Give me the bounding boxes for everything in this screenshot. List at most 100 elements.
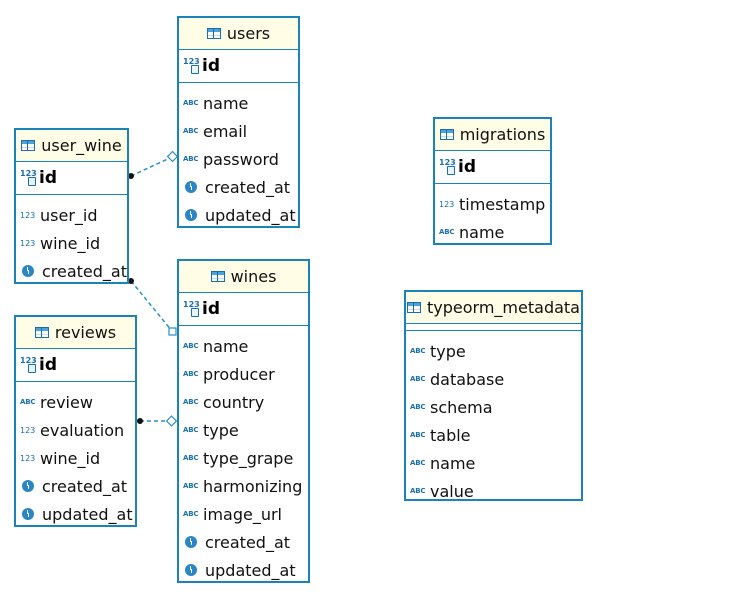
clock-type-icon [185,209,197,221]
primary-key-name: id [202,56,220,76]
entity-header[interactable]: migrations [435,119,550,151]
column-name: name [203,93,249,113]
column-row[interactable]: created_at [16,472,135,500]
column-row[interactable]: created_at [179,528,308,556]
clock-type-icon [185,564,197,576]
column-name: created_at [42,476,128,496]
column-row[interactable]: ABC country [179,388,308,416]
column-name: producer [203,364,275,384]
column-row[interactable]: created_at [179,173,298,201]
clock-type-icon [22,480,34,492]
table-icon [34,327,49,338]
pk-type-glyph: 123 [183,57,200,66]
abc-type-icon: ABC [183,155,199,163]
primary-key-icon: 123 [183,58,200,74]
column-name: wine_id [40,448,101,468]
relation-user-wine-wines [128,278,177,336]
column-row[interactable]: updated_at [179,201,298,229]
abc-type-icon: ABC [183,342,199,350]
clock-type-icon [22,265,34,277]
column-name: wine_id [40,233,101,253]
clock-type-icon [22,508,34,520]
column-name: email [203,121,248,141]
pk-type-glyph: 123 [183,300,200,309]
table-icon [206,28,221,39]
clock-type-icon [185,536,197,548]
123-type-icon: 123 [20,210,36,220]
column-name: updated_at [205,205,296,225]
column-row[interactable]: updated_at [16,500,135,528]
123-type-icon: 123 [20,238,36,248]
entity-header[interactable]: typeorm_metadata [406,292,581,324]
column-row[interactable]: updated_at [179,556,308,584]
entity-title: users [226,24,271,43]
123-type-icon: 123 [20,453,36,463]
column-row[interactable]: created_at [16,257,127,285]
column-row[interactable]: 123 wine_id [16,229,127,257]
column-name: value [430,481,474,501]
column-name: created_at [41,261,127,281]
entity-header[interactable]: user_wine [16,130,127,162]
entity-header[interactable]: users [179,18,298,50]
column-name: name [430,453,476,473]
entity-header[interactable]: reviews [16,317,135,349]
pk-type-glyph: 123 [439,158,456,167]
entity-title: wines [230,267,277,286]
column-name: country [203,392,265,412]
column-row[interactable]: ABC name [406,449,581,477]
relation-reviews-wines [137,415,178,427]
column-name: image_url [203,504,282,524]
primary-key-icon: 123 [20,170,37,186]
primary-key-row[interactable] [406,324,581,331]
column-name: updated_at [42,504,133,524]
abc-type-icon: ABC [410,403,426,411]
entity-title: typeorm_metadata [427,298,580,317]
column-name: harmonizing [203,476,303,496]
abc-type-icon: ABC [410,459,426,467]
column-name: evaluation [40,420,125,440]
column-name: name [203,336,249,356]
entity-header[interactable]: wines [179,261,308,293]
abc-type-icon: ABC [410,375,426,383]
abc-type-icon: ABC [183,398,199,406]
column-name: updated_at [205,560,296,580]
table-icon [21,140,36,151]
column-name: type_grape [203,448,294,468]
abc-type-icon: ABC [20,398,36,406]
column-row[interactable]: ABC name [179,332,308,360]
column-row[interactable]: 123 wine_id [16,444,135,472]
